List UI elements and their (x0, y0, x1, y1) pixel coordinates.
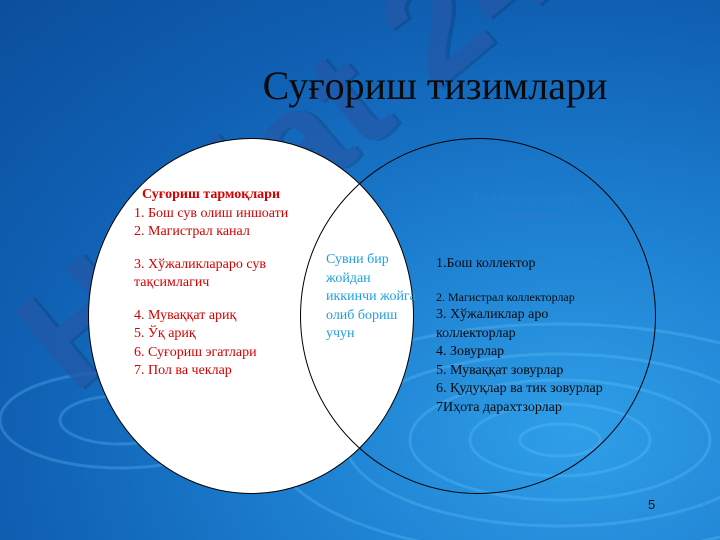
list-item: 7. Пол ва чеклар (134, 363, 232, 378)
slide-title: Суғориш тизимлари (262, 63, 608, 108)
list-item: 4. Муваққат ариқ (134, 307, 237, 323)
overlap-text: Сувни бир жойдан иккинчи жойга олиб бори… (326, 252, 416, 341)
list-item: 3. Хўжаликлараро сув тақсимлагич (134, 256, 266, 291)
list-item: 1.Бош коллектор (436, 256, 536, 271)
list-item: 5. Муваққат зовурлар (436, 362, 564, 378)
list-item: 7Иҳота дарахтзорлар (436, 399, 562, 415)
list-item: 2. Магистрал канал (134, 224, 250, 239)
list-item: 2. Магистрал коллекторлар (436, 289, 575, 304)
right-circle-text: 1.Бош коллектор 2. Магистрал коллекторла… (436, 255, 626, 417)
list-item: 5. Ўқ ариқ (134, 326, 196, 341)
list-item: 4. Зовурлар (436, 344, 505, 359)
list-item: 1. Бош сув олиш иншоати (134, 205, 289, 221)
right-circle-faded-heading: Коллектор-зовур тармоқлари (472, 190, 582, 223)
list-item: 6. Қудуқлар ва тик зовурлар (436, 381, 603, 396)
list-item: 6. Суғориш эгатлари (134, 344, 257, 360)
left-circle-text: Суғориш тармоқлари 1. Бош сув олиш иншоа… (134, 186, 319, 381)
left-circle-heading: Суғориш тармоқлари (142, 187, 281, 202)
right-circle (300, 138, 656, 494)
page-number: 5 (648, 497, 656, 512)
list-item: 3. Хўжаликлар аро коллекторлар (436, 307, 549, 341)
